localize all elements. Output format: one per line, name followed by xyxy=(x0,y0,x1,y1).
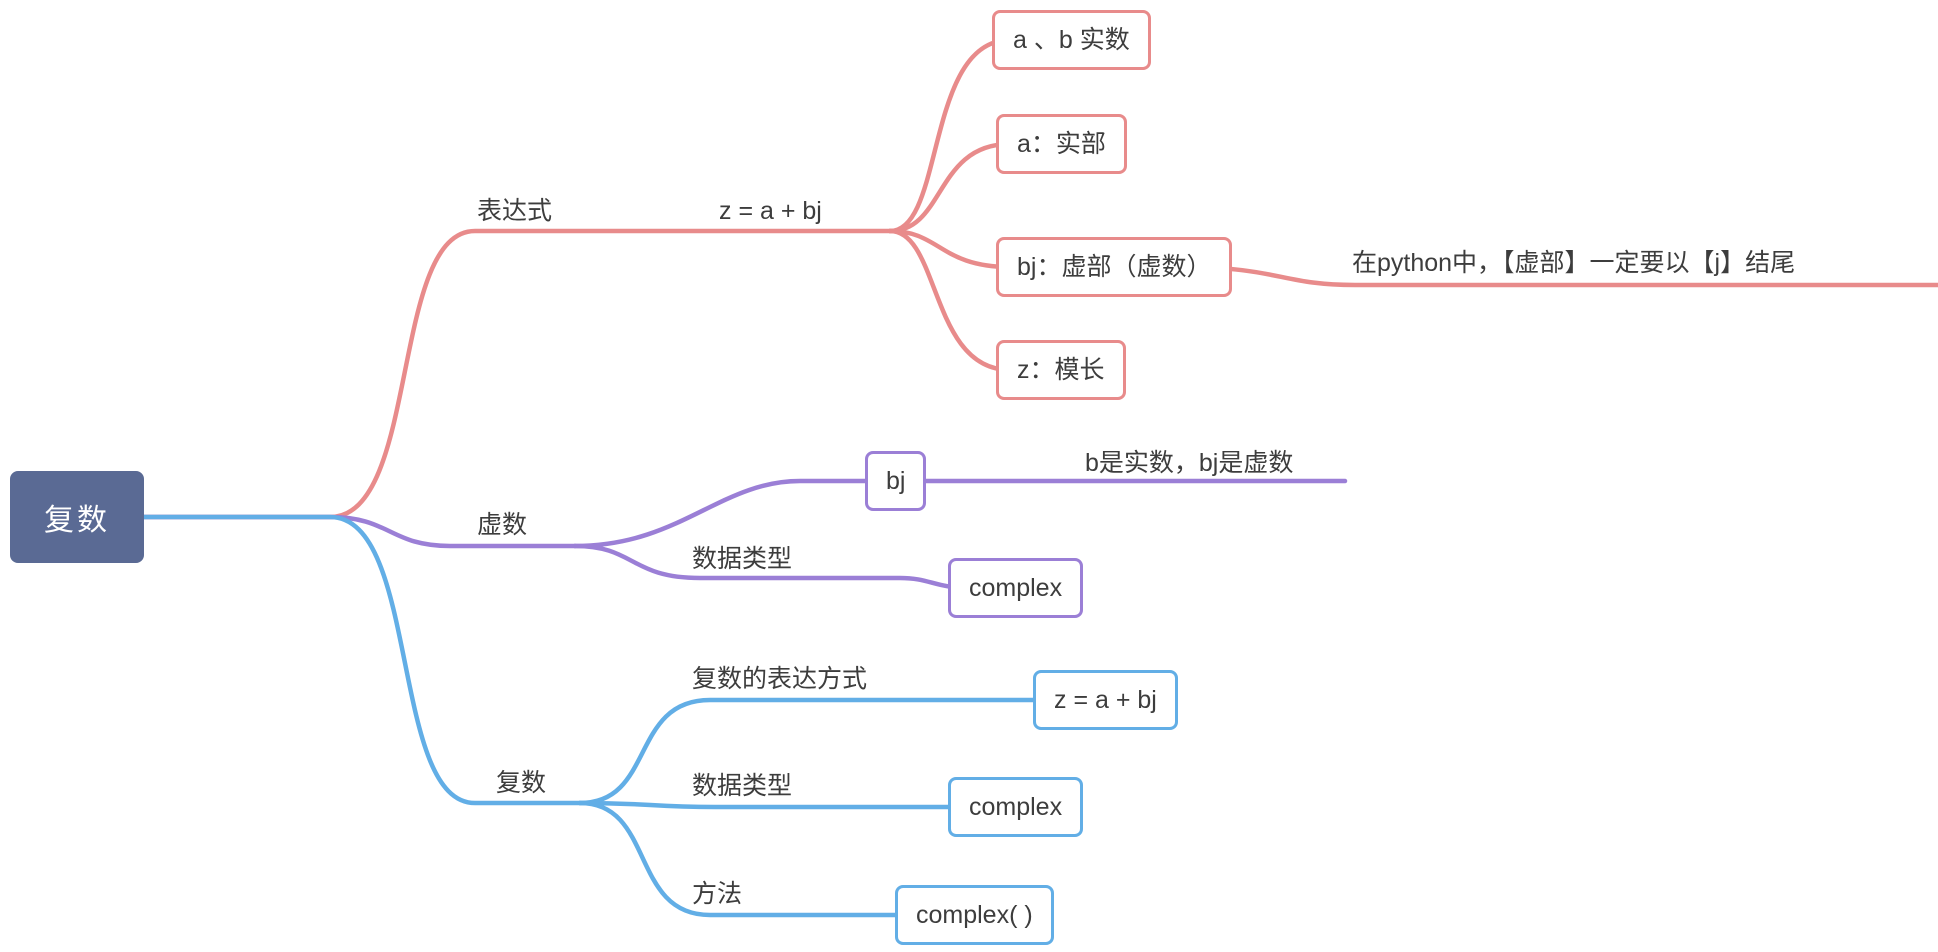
note-python-j[interactable]: 在python中，【虚部】一定要以【j】结尾 xyxy=(1352,249,1796,277)
node-bj[interactable]: bj xyxy=(865,451,927,511)
root-topic[interactable]: 复数 xyxy=(10,471,144,563)
connector-exp-child-4 xyxy=(887,228,1013,373)
label-method[interactable]: 方法 xyxy=(692,880,743,908)
node-bj-imag-part[interactable]: bj：虚部（虚数） xyxy=(996,237,1233,297)
connector-exp-child-2 xyxy=(887,141,1013,234)
node-formula[interactable]: z = a + bj xyxy=(719,197,822,225)
connector-imag-bj xyxy=(572,478,888,549)
branch-label-expression[interactable]: 表达式 xyxy=(477,197,553,225)
label-datatype-imaginary[interactable]: 数据类型 xyxy=(692,545,793,573)
connector-root-expression xyxy=(141,228,893,520)
connector-exp-child-3 xyxy=(887,228,1013,270)
label-datatype-complex[interactable]: 数据类型 xyxy=(692,772,793,800)
node-z-formula[interactable]: z = a + bj xyxy=(1033,670,1178,730)
node-complex-method[interactable]: complex( ) xyxy=(895,885,1054,945)
node-z-modulus[interactable]: z：模长 xyxy=(996,340,1126,400)
connector-exp-child-1 xyxy=(887,37,1013,234)
connector-complex-expression xyxy=(577,697,1058,806)
note-b-vs-bj[interactable]: b是实数，bj是虚数 xyxy=(1085,449,1294,477)
node-complex-imaginary[interactable]: complex xyxy=(948,558,1084,618)
node-complex-datatype[interactable]: complex xyxy=(948,777,1084,837)
branch-label-imaginary[interactable]: 虚数 xyxy=(477,511,528,539)
branch-label-complex[interactable]: 复数 xyxy=(496,769,547,797)
node-a-real-part[interactable]: a：实部 xyxy=(996,114,1127,174)
connector-imag-datatype xyxy=(572,543,973,591)
node-ab-real[interactable]: a 、b 实数 xyxy=(992,10,1151,70)
connector-root-complex xyxy=(141,514,583,806)
connector-complex-datatype xyxy=(577,800,971,810)
label-complex-expression[interactable]: 复数的表达方式 xyxy=(692,665,868,693)
connector-complex-method xyxy=(577,800,918,918)
